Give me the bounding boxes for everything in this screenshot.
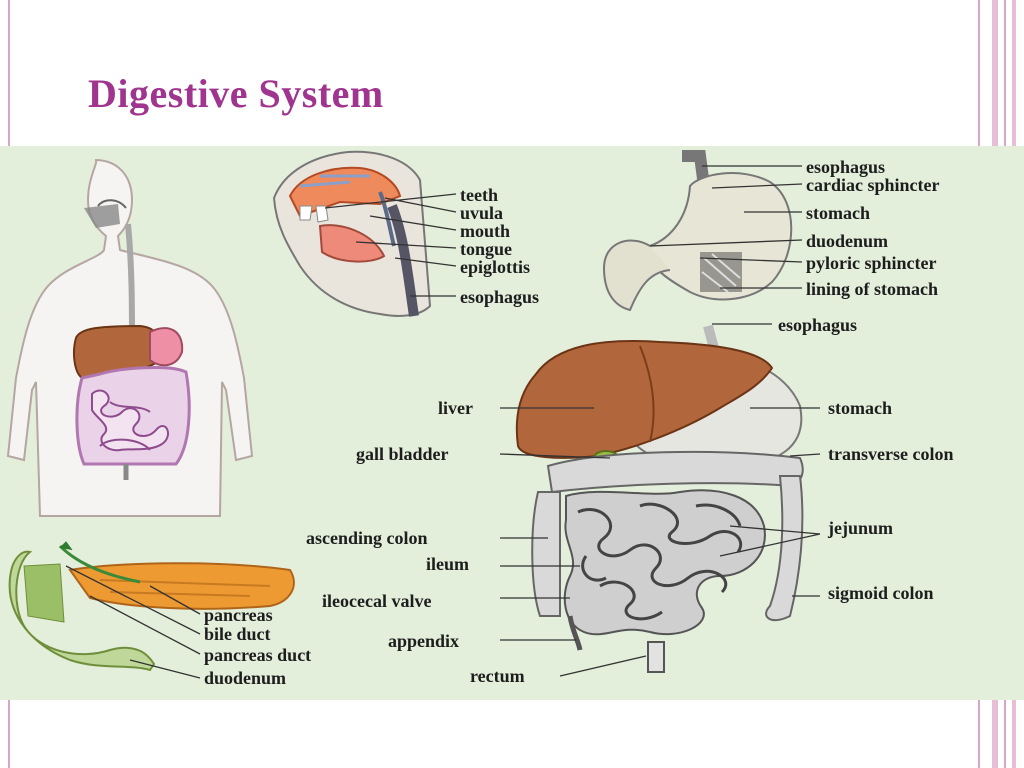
label-appendix: appendix (388, 631, 460, 651)
label-mouth: mouth (460, 221, 511, 241)
label-bile-duct: bile duct (204, 624, 271, 644)
label-pancreas-duct: pancreas duct (204, 645, 312, 665)
label-pyloric-sphincter: pyloric sphincter (806, 253, 937, 273)
label-gall-bladder: gall bladder (356, 444, 449, 464)
label-lining-of-stomach: lining of stomach (806, 279, 939, 299)
label-transverse-colon: transverse colon (828, 444, 954, 464)
diagram-illustration (6, 150, 821, 679)
label-esophagus-mouth: esophagus (460, 287, 540, 307)
label-liver: liver (438, 398, 473, 418)
label-ileum: ileum (426, 554, 469, 574)
label-teeth: teeth (460, 185, 498, 205)
label-jejunum: jejunum (828, 518, 894, 538)
leader-lines (65, 165, 821, 679)
page-title: Digestive System (88, 71, 384, 116)
label-stomach-main: stomach (828, 398, 892, 418)
label-rectum: rectum (470, 666, 525, 686)
label-uvula: uvula (460, 203, 504, 223)
digestive-tract (515, 324, 804, 673)
label-duodenum-stomach: duodenum (806, 231, 889, 251)
body-figure (6, 159, 254, 517)
label-cardiac-sphincter: cardiac sphincter (806, 175, 940, 195)
label-sigmoid-colon: sigmoid colon (828, 583, 934, 603)
stomach-detail (602, 150, 793, 312)
label-esophagus-main: esophagus (778, 315, 858, 335)
label-stomach-detail: stomach (806, 203, 870, 223)
label-esophagus-stomach: esophagus (806, 157, 886, 177)
mouth-cross-section (272, 150, 432, 317)
diagram-panel: teeth uvula mouth tongue epiglottis esop… (0, 146, 1024, 700)
label-pancreas: pancreas (204, 605, 273, 625)
label-ascending-colon: ascending colon (306, 528, 428, 548)
label-ileocecal-valve: ileocecal valve (322, 591, 432, 611)
label-epiglottis: epiglottis (460, 257, 530, 277)
label-duodenum-pancreas: duodenum (204, 668, 287, 688)
label-tongue: tongue (460, 239, 513, 259)
